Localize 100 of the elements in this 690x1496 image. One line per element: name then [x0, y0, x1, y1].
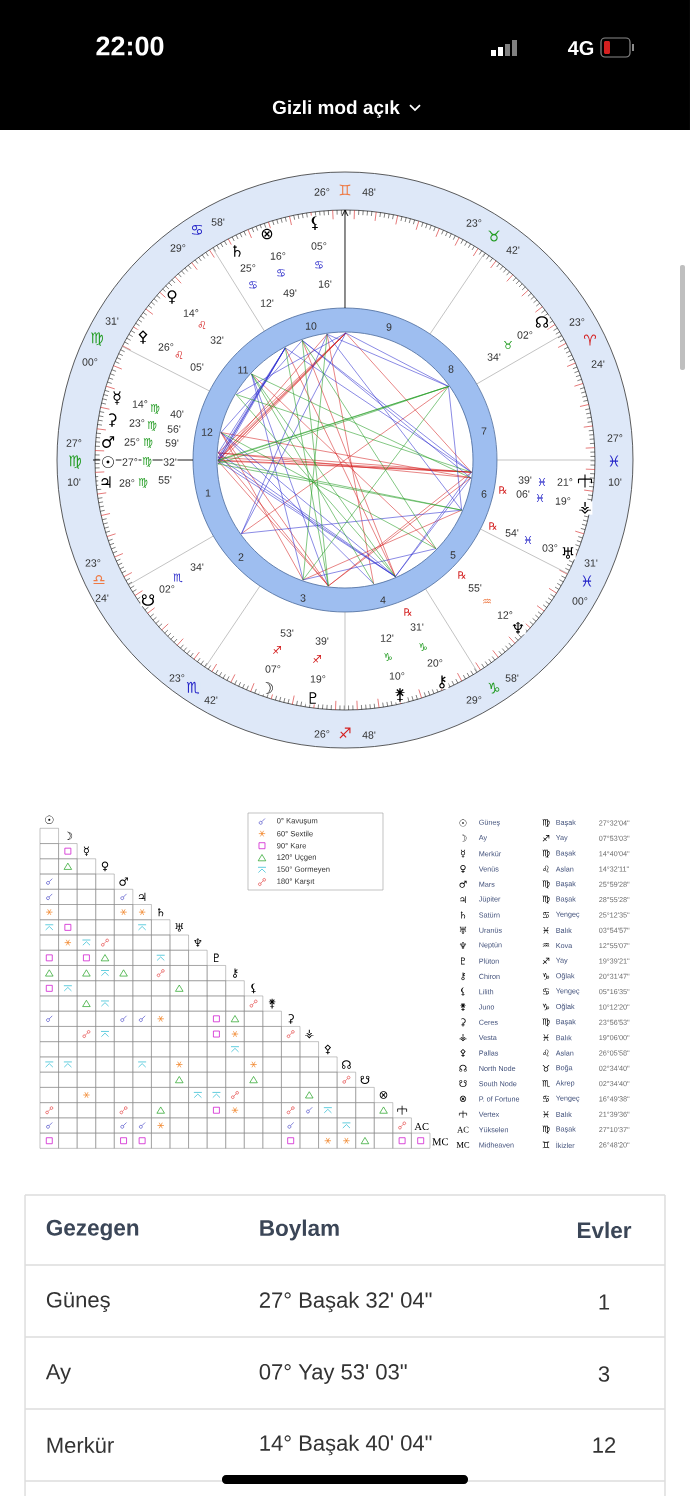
position-label: 26° [313, 729, 331, 739]
retrograde-symbol: ℞ [402, 607, 414, 617]
position-label: 00° [81, 357, 99, 367]
position-label: 24' [590, 359, 606, 369]
table-cell: 3 [598, 1366, 610, 1382]
house-number: 12 [201, 428, 213, 436]
zodiac-sign-symbol: ♋ [313, 260, 325, 270]
position-label: 10' [607, 477, 623, 487]
position-label: 21° [556, 477, 574, 487]
position-label: 48' [361, 730, 377, 740]
retrograde-symbol: ℞ [487, 521, 499, 531]
planet-symbol: ☽ [462, 834, 467, 842]
zodiac-sign-symbol: ♍ [149, 403, 161, 415]
zodiac-sign-symbol: ♓ [543, 1111, 549, 1118]
planet-symbol: ♇ [214, 953, 219, 962]
position-label: 29° [465, 695, 483, 705]
position-label: 19° [554, 496, 572, 506]
position-label: 05° [310, 241, 328, 251]
position-label: 40' [169, 409, 185, 419]
position-label: 20° [426, 658, 444, 668]
zodiac-sign-symbol: ♓ [543, 927, 549, 934]
planet-symbol: ♆ [459, 942, 467, 950]
planet-symbol: ☿ [460, 849, 466, 858]
house-number: 2 [238, 553, 244, 561]
chart-point-label: MC [432, 1138, 448, 1146]
planet-symbol: ⚴ [324, 1044, 331, 1055]
house-number: 5 [450, 551, 456, 559]
position-label: 59' [164, 438, 180, 448]
zodiac-sign-symbol: ♊ [542, 1141, 550, 1149]
zodiac-sign-symbol: ♏ [172, 572, 184, 584]
zodiac-sign-symbol: ♍ [542, 849, 550, 858]
zodiac-sign-symbol: ♐ [271, 645, 283, 655]
planet-symbol: ♂ [459, 880, 467, 888]
zodiac-sign-symbol: ♎ [91, 574, 107, 586]
planet-symbol: ⚷ [233, 968, 238, 978]
zodiac-sign-symbol: ♒ [542, 943, 550, 947]
planet-symbol: ☉ [45, 815, 54, 824]
zodiac-sign-symbol: ♍ [542, 818, 550, 828]
house-number: 9 [386, 323, 392, 331]
zodiac-sign-symbol: ♋ [543, 1095, 549, 1102]
zodiac-sign-symbol: ♉ [542, 1065, 550, 1072]
position-label: 12° [496, 610, 514, 620]
planet-symbol: ⚶ [305, 1029, 314, 1039]
zodiac-sign-symbol: ♋ [543, 988, 549, 995]
zodiac-sign-symbol: ♍ [542, 1125, 550, 1134]
position-label: 10° [388, 671, 406, 681]
column-header: Boylam [260, 1219, 339, 1241]
position-label: 27° [121, 457, 139, 467]
position-label: 25° [123, 437, 141, 447]
zodiac-sign-symbol: ♍ [542, 1018, 550, 1027]
zodiac-sign-symbol: ♌ [543, 865, 549, 873]
planet-symbol: ⚷ [461, 972, 466, 981]
zodiac-sign-symbol: ♑ [382, 652, 394, 662]
retrograde-symbol: ℞ [456, 570, 468, 580]
position-label: 31' [409, 622, 425, 632]
table-cell: Güneş [46, 1292, 110, 1312]
house-number: 10 [305, 322, 317, 330]
zodiac-sign-symbol: ♉ [502, 340, 514, 350]
position-label: 55' [157, 475, 173, 485]
planet-symbol: ☋ [360, 1075, 370, 1084]
column-header: Gezegen [46, 1219, 139, 1241]
planet-symbol: ⚵ [268, 998, 276, 1009]
planet-symbol: ⊗ [459, 1095, 467, 1103]
position-label: 07° [264, 664, 282, 674]
mode-label: Gizli mod açık [272, 100, 400, 118]
position-label: 16° [269, 251, 287, 261]
planet-symbol: ☉ [459, 819, 467, 827]
retrograde-symbol: ℞ [497, 485, 509, 495]
zodiac-sign-symbol: ♒ [481, 598, 493, 606]
position-label: 23° [568, 317, 586, 327]
zodiac-sign-symbol: ♌ [196, 320, 208, 330]
position-label: 58' [504, 673, 520, 683]
planet-symbol: ♇ [461, 957, 465, 965]
planet-symbol: ♂ [119, 877, 128, 886]
zodiac-sign-symbol: ♍ [142, 437, 154, 449]
zodiac-sign-symbol: ♓ [522, 535, 534, 545]
planet-symbol: ☽ [66, 831, 73, 841]
position-label: 02° [158, 584, 176, 594]
zodiac-sign-symbol: ♋ [189, 224, 205, 236]
zodiac-sign-symbol: ♓ [543, 1034, 549, 1041]
column-header: Evler [578, 1221, 632, 1239]
zodiac-sign-symbol: ♍ [137, 477, 149, 489]
position-label: 28° [118, 478, 136, 488]
chart-point-label: MC [456, 1142, 470, 1148]
house-number: 1 [205, 489, 211, 497]
position-label: 31' [583, 558, 599, 568]
position-label: 39' [517, 475, 533, 485]
table-cell: 1 [599, 1294, 610, 1310]
planet-symbol: ⊗ [379, 1091, 388, 1099]
position-label: 12' [379, 633, 395, 643]
planet-symbol: ⚳ [105, 412, 119, 428]
position-label: 42' [505, 245, 521, 255]
table-cell: 14° Başak 40' 04" [260, 1434, 432, 1456]
zodiac-sign-symbol: ♌ [173, 350, 185, 360]
zodiac-sign-symbol: ♐ [542, 835, 550, 842]
planet-symbol: ⚵ [460, 1002, 466, 1012]
position-label: 48' [361, 187, 377, 197]
position-label: 49' [282, 288, 298, 298]
position-label: 26° [157, 342, 175, 352]
zodiac-sign-symbol: ♐ [311, 654, 323, 664]
